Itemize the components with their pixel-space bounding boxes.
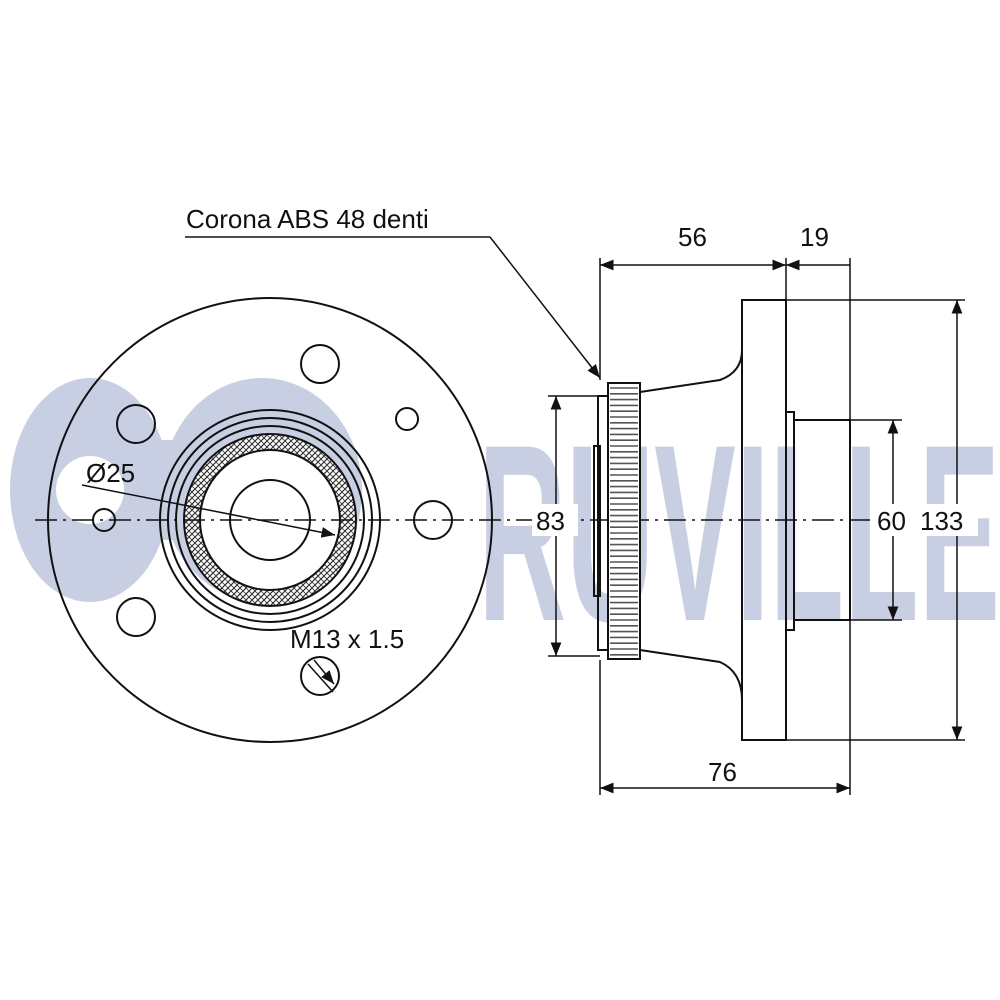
abs-ring-label: Corona ABS 48 denti bbox=[186, 204, 429, 234]
dimension-19-label: 19 bbox=[800, 222, 829, 252]
hub-side-view bbox=[593, 299, 851, 741]
bore-diameter-label: Ø25 bbox=[86, 458, 135, 488]
bolt-hole bbox=[116, 404, 156, 444]
bolt-hole bbox=[116, 597, 156, 637]
abs-ring-callout bbox=[185, 236, 601, 379]
dimension-83-label: 83 bbox=[536, 506, 565, 536]
abs-ring-teeth bbox=[610, 387, 638, 656]
dimension-60-label: 60 bbox=[877, 506, 906, 536]
dimension-76-label: 76 bbox=[708, 757, 737, 787]
labels: Corona ABS 48 denti Ø25 M13 x 1.5 56 19 … bbox=[86, 204, 978, 787]
bolt-hole bbox=[300, 344, 340, 384]
bolt-hole bbox=[300, 656, 340, 696]
dimension-56-label: 56 bbox=[678, 222, 707, 252]
brand-logo: RUVILLE bbox=[10, 378, 1000, 674]
thread-label: M13 x 1.5 bbox=[290, 624, 404, 654]
bolt-hole-small bbox=[395, 407, 419, 431]
dimension-133-label: 133 bbox=[920, 506, 963, 536]
